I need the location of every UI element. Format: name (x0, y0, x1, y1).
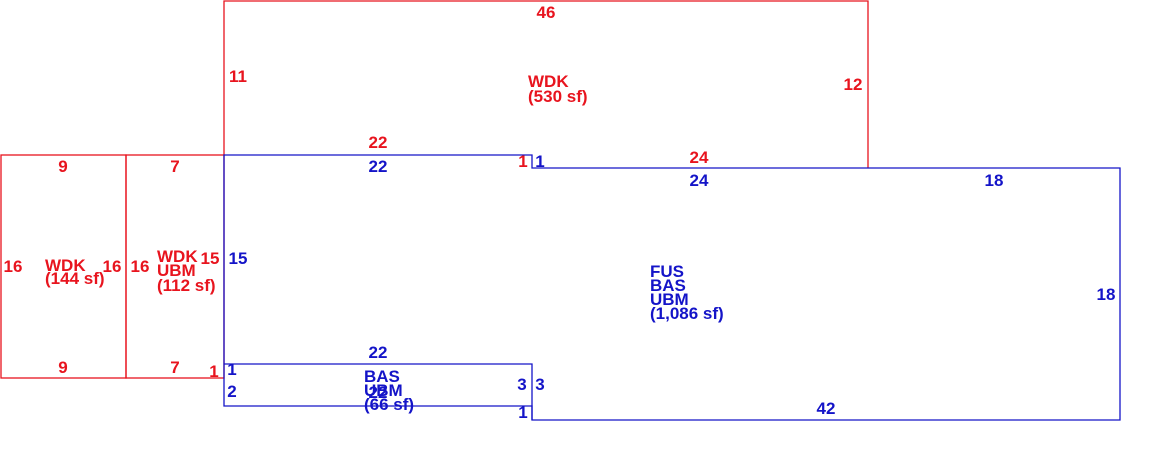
wdk-left-area-line-2: (144 sf) (45, 269, 105, 288)
bas-small-area-label: BAS UBM (66 sf) (364, 367, 414, 414)
dim-bas-small-left-2: 2 (227, 382, 236, 401)
fus-main-area-line-2: BAS (650, 276, 686, 295)
bas-small-area-line-3: (66 sf) (364, 395, 414, 414)
dim-wdk-top-top: 46 (537, 3, 556, 22)
dim-bas-small-right-3a: 3 (517, 375, 526, 394)
dim-fus-top-right-a: 24 (690, 171, 709, 190)
dim-wdk-mid-top: 7 (170, 157, 179, 176)
fus-main-area-label: FUS BAS UBM (1,086 sf) (650, 262, 724, 323)
dim-wdk-top-bottom-step: 1 (518, 152, 527, 171)
bas-small-area-line-2: UBM (364, 381, 403, 400)
wdk-left-area-line-1: WDK (45, 256, 86, 275)
dim-bas-small-bottom-1: 1 (518, 403, 527, 422)
fus-outlines (223, 154, 1121, 421)
fus-main-outline (223, 154, 1121, 421)
wdk-mid-area-line-2: UBM (157, 261, 196, 280)
dim-wdk-top-bottom-right: 24 (690, 148, 709, 167)
wdk-top-outline (223, 0, 869, 168)
dim-wdk-top-left: 11 (229, 67, 247, 86)
fus-main-area-line-4: (1,086 sf) (650, 304, 724, 323)
wdk-mid-area-line-1: WDK (157, 247, 198, 266)
dim-fus-inner-22: 22 (369, 343, 388, 362)
dim-wdk-top-right: 12 (844, 75, 863, 94)
wdk-mid-area-line-3: (112 sf) (157, 276, 216, 295)
dim-bas-small-right-3b: 3 (535, 375, 544, 394)
wdk-top-area-line-1: WDK (528, 72, 569, 91)
bas-small-outline (224, 363, 533, 420)
fus-main-area-line-1: FUS (650, 262, 684, 281)
dim-fus-top-right-b: 18 (985, 171, 1004, 190)
bas-small-area-line-1: BAS (364, 367, 400, 386)
dim-fus-bottom: 42 (817, 399, 836, 418)
dim-wdk-mid-bottom: 7 (170, 358, 179, 377)
dim-wdk-left-top: 9 (58, 157, 67, 176)
red-dimension-labels: 46 11 12 22 1 24 9 9 16 16 7 7 16 15 1 (4, 3, 863, 381)
wdk-left-area-label: WDK (144 sf) (45, 256, 105, 288)
dim-wdk-top-bottom-left: 22 (369, 133, 388, 152)
dim-fus-top-step: 1 (535, 152, 544, 171)
dim-wdk-left-right: 16 (103, 257, 122, 276)
dim-wdk-mid-bottom-step: 1 (209, 362, 218, 381)
dim-wdk-mid-right: 15 (201, 249, 220, 268)
wdk-outlines (0, 0, 869, 379)
wdk-top-area-line-2: (530 sf) (528, 87, 588, 106)
dim-wdk-left-bottom: 9 (58, 358, 67, 377)
dim-fus-left: 15 (229, 249, 248, 268)
dim-bas-small-left-1: 1 (227, 360, 236, 379)
dim-fus-right: 18 (1097, 285, 1116, 304)
dim-bas-small-overlap-22: 22 (369, 383, 388, 402)
dim-wdk-left-left: 16 (4, 257, 23, 276)
wdk-top-area-label: WDK (530 sf) (528, 72, 588, 106)
dim-wdk-mid-left: 16 (131, 257, 150, 276)
wdk-mid-area-label: WDK UBM (112 sf) (157, 247, 216, 295)
fus-main-area-line-3: UBM (650, 290, 689, 309)
blue-dimension-labels: 22 1 24 18 18 42 15 22 1 2 3 3 1 22 (227, 152, 1115, 422)
dim-fus-top-left: 22 (369, 157, 388, 176)
